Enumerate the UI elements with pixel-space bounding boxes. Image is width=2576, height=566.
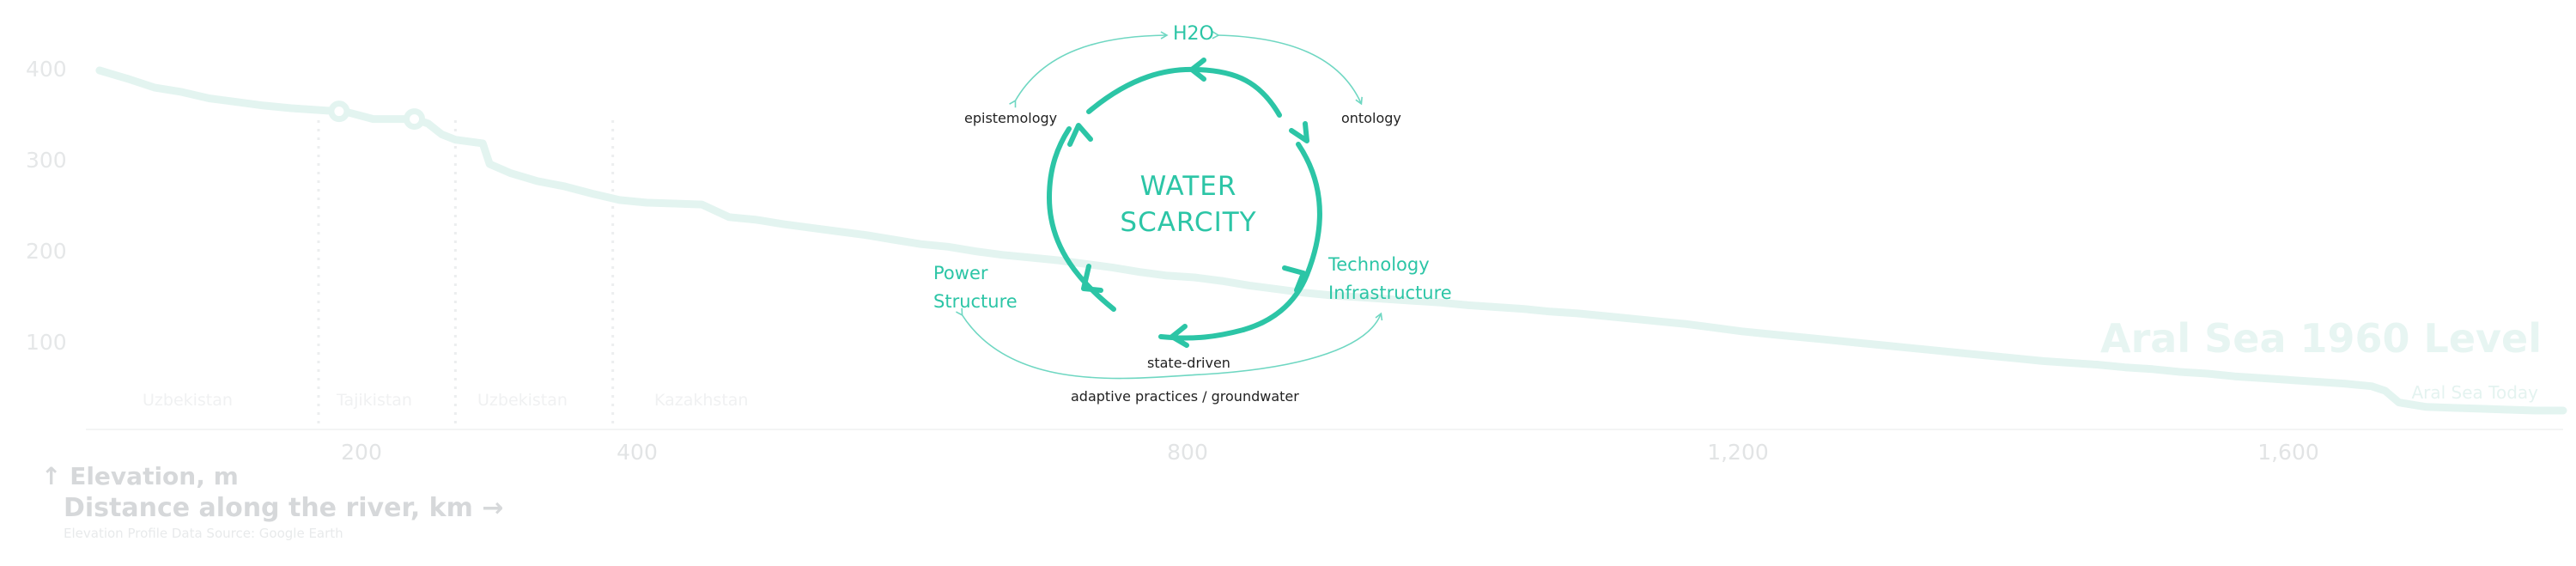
cycle-diagram bbox=[956, 31, 1383, 380]
h2o-label: H2O bbox=[1173, 23, 1214, 45]
power-structure-label: Power Structure bbox=[933, 259, 1018, 316]
x-tick-label: 200 bbox=[341, 440, 382, 465]
aral-today-label: Aral Sea Today bbox=[2411, 382, 2538, 403]
h2o-left-arc bbox=[1009, 31, 1169, 108]
power-structure-line: Structure bbox=[933, 291, 1018, 312]
x-tick-label: 1,200 bbox=[1707, 440, 1769, 465]
state-driven-label: state-driven bbox=[1147, 355, 1230, 371]
cycle-left-arc bbox=[1046, 126, 1116, 312]
elevation-profile-line bbox=[95, 66, 2567, 415]
data-source-note: Elevation Profile Data Source: Google Ea… bbox=[64, 526, 343, 541]
y-tick-label: 400 bbox=[26, 57, 67, 82]
country-label: Uzbekistan bbox=[477, 391, 568, 410]
technology-infrastructure-line: Infrastructure bbox=[1328, 283, 1452, 303]
y-tick-label: 200 bbox=[26, 239, 67, 264]
cycle-top-arc bbox=[1086, 66, 1282, 118]
technology-infrastructure-line: Technology bbox=[1328, 254, 1430, 275]
reservoir-marker bbox=[328, 100, 350, 123]
center-title: WATER SCARCITY bbox=[1103, 168, 1274, 240]
cycle-arrowhead-bottom bbox=[1170, 324, 1189, 348]
country-label: Uzbekistan bbox=[143, 391, 233, 410]
x-axis-title: Distance along the river, km → bbox=[64, 493, 504, 523]
power-structure-line: Power bbox=[933, 263, 988, 283]
y-axis-title: ↑ Elevation, m bbox=[41, 462, 239, 490]
country-label: Kazakhstan bbox=[654, 391, 749, 410]
y-tick-label: 300 bbox=[26, 148, 67, 173]
center-title-line: WATER bbox=[1139, 171, 1237, 202]
cycle-arrowhead-top bbox=[1189, 58, 1206, 82]
x-tick-label: 400 bbox=[617, 440, 658, 465]
cycle-arrowhead-right-bottom bbox=[1282, 265, 1306, 293]
x-tick-label: 800 bbox=[1167, 440, 1208, 465]
cycle-right-arc bbox=[1241, 142, 1322, 332]
x-tick-label: 1,600 bbox=[2257, 440, 2319, 465]
cycle-arrowhead-left-top bbox=[1067, 123, 1093, 147]
technology-infrastructure-label: Technology Infrastructure bbox=[1328, 251, 1452, 307]
y-tick-label: 100 bbox=[26, 330, 67, 355]
epistemology-label: epistemology bbox=[964, 110, 1058, 126]
cycle-arrowhead-left-bottom bbox=[1081, 264, 1103, 293]
ontology-label: ontology bbox=[1341, 110, 1401, 126]
country-label: Tajikistan bbox=[337, 391, 412, 410]
cycle-arrowhead-right-top bbox=[1289, 121, 1309, 143]
bottom-arc bbox=[956, 307, 1383, 380]
adaptive-practices-label: adaptive practices / groundwater bbox=[1071, 388, 1299, 405]
h2o-right-arc bbox=[1212, 31, 1363, 106]
aral-1960-level-label: Aral Sea 1960 Level bbox=[2100, 315, 2542, 362]
reservoir-marker bbox=[404, 108, 426, 131]
center-title-line: SCARCITY bbox=[1120, 207, 1257, 238]
profile-layer bbox=[86, 66, 2567, 430]
